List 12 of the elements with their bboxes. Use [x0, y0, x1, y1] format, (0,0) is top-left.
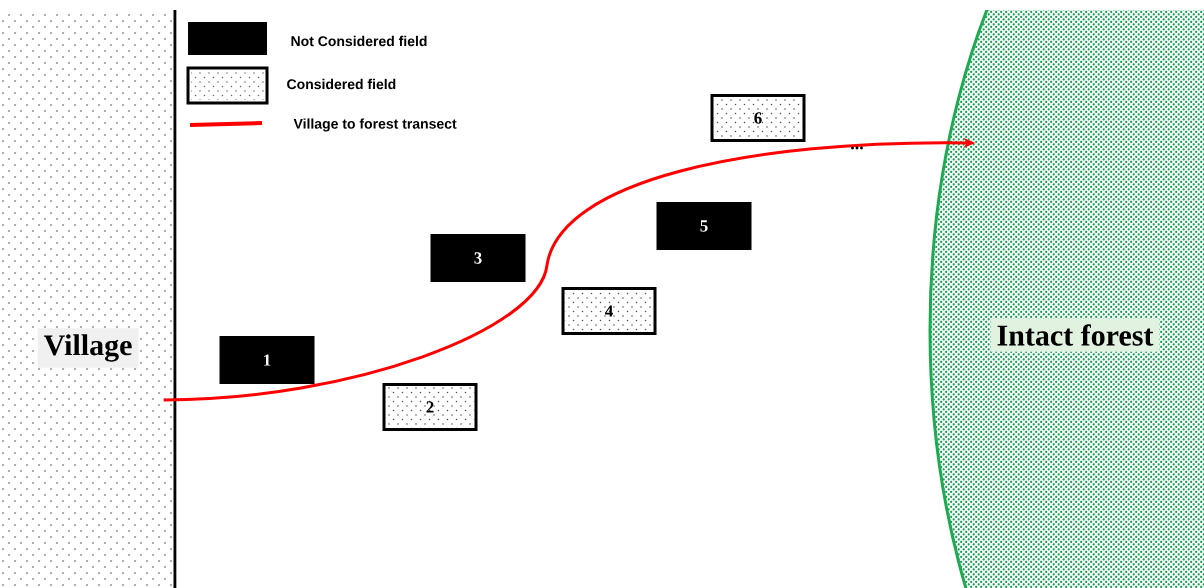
field-box: 6	[710, 94, 806, 142]
field-box: 2	[382, 383, 478, 431]
field-box: 5	[656, 202, 752, 250]
legend-label: Considered field	[287, 78, 396, 90]
field-box: 1	[219, 336, 315, 384]
legend-label: Village to forest transect	[293, 118, 457, 132]
village-area: Village	[0, 10, 177, 588]
field-box: 4	[561, 287, 657, 335]
legend-label: Not Considered field	[291, 35, 427, 47]
forest-area: Intact forest	[928, 10, 1204, 588]
ellipsis: ...	[851, 146, 863, 150]
field-box: 3	[430, 234, 526, 282]
